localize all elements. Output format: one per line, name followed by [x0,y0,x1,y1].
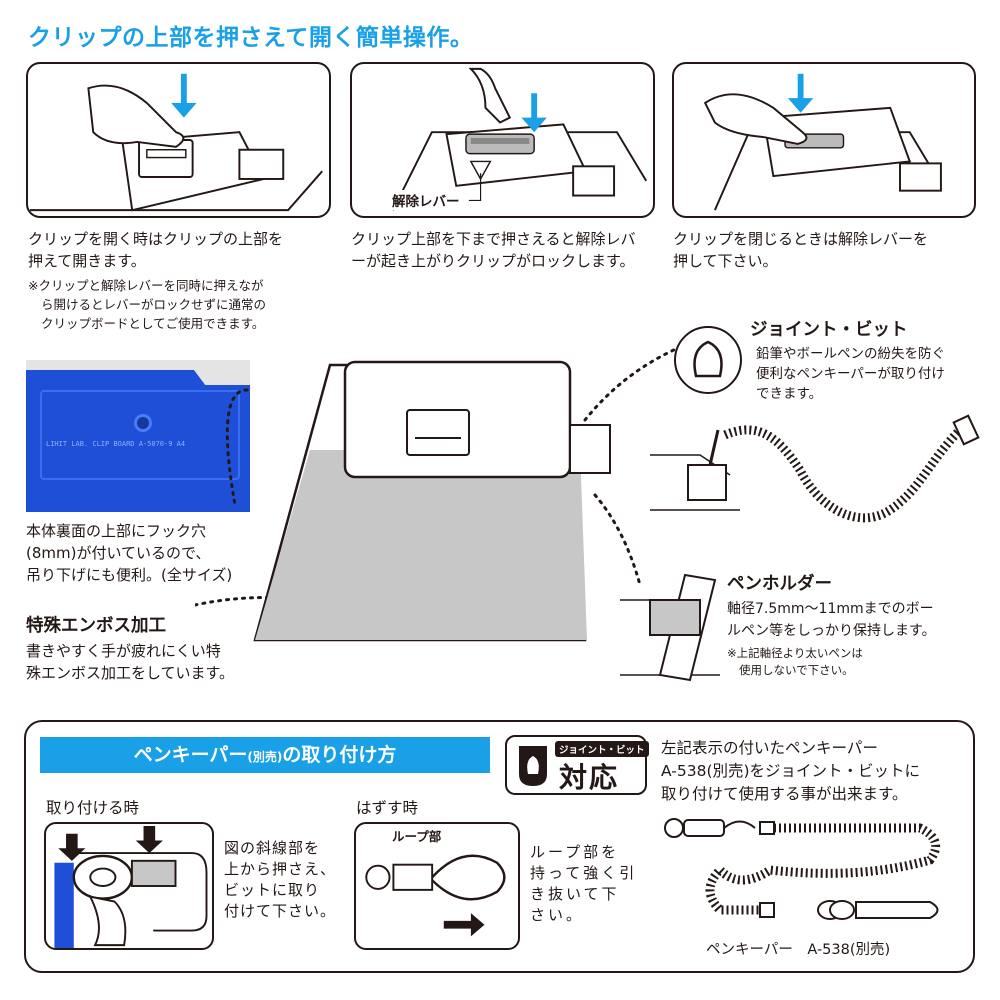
step-1-text: クリップを開く時はクリップの上部を 押えて開きます。 [28,228,338,272]
step-2-drawing [392,67,648,211]
detach-text-line: ループ部を [530,843,620,861]
attach-text-line: 付けて下さい。 [224,902,337,920]
detach-text-line: 持って強く引 [530,864,638,882]
pen-holder-desc: 軸径7.5mm～11mmまでのボー ルペン等をしっかり保持します。 [727,598,992,642]
badge-small-text: ジョイント・ビット [555,741,649,757]
release-lever-label: 解除レバー [388,190,464,210]
attach-text-line: ビットに取り [224,881,321,899]
step-3-text: クリップを閉じるときは解除レバーを 押して下さい。 [673,228,983,272]
photo-caption-line: (8mm)が付いているので、 [26,544,211,562]
emboss-desc-line: 書きやすく手が疲れにくい特 [26,642,221,660]
photo-caption-line: 本体裏面の上部にフック穴 [26,522,207,540]
attach-text-line: 図の斜線部を [224,839,321,857]
joint-bit-badge-icon [519,746,547,786]
emboss-title: 特殊エンボス加工 [26,616,166,636]
pen-holder-illustration [620,573,720,682]
step-1-drawing [29,73,323,212]
step-1-note-line: ら開けるとレバーがロックせずに通常の [41,297,267,312]
down-arrow-icon [135,825,163,854]
pen-keeper-desc-line: A-538(別売)をジョイント・ビットに [661,762,921,780]
photo-caption: 本体裏面の上部にフック穴 (8mm)が付いているので、 吊り下げにも便利。(全サ… [26,520,266,586]
detach-heading: はずす時 [356,799,419,817]
pen-keeper-product-illustration [664,818,941,920]
clipboard-illustration [195,345,680,642]
board-back-photo: LIHIT LAB. CLIP BOARD A-5070-9 A4 [26,360,250,512]
badge-big-text: 対応 [559,761,620,794]
pen-holder-desc-line: ルペン等をしっかり保持します。 [727,623,936,639]
step-3-text-line: クリップを閉じるときは解除レバーを [673,230,929,248]
pen-keeper-banner: ペンキーパー(別売)の取り付け方 [40,737,490,773]
step-2-text-line: ーが起き上がりクリップがロックします。 [351,252,635,270]
joint-bit-desc-line: 鉛筆やボールペンの紛失を防ぐ [756,346,945,362]
down-arrow-icon [171,73,197,118]
step-1-note-line: クリップボードとしてご使用できます。 [41,316,265,331]
step-1-text-line: 押えて開きます。 [28,252,146,270]
attach-text-line: 上から押さえ、 [224,860,337,878]
step-2-illustration [350,62,655,218]
pen-holder-note: ※上記軸径より太いペンは 使用しないで下さい。 [727,645,992,679]
photo-caption-line: 吊り下げにも便利。(全サイズ) [26,566,233,584]
attach-text: 図の斜線部を 上から押さえ、 ビットに取り 付けて下さい。 [224,838,349,922]
joint-bit-icon [674,326,742,394]
attach-heading: 取り付ける時 [46,799,140,817]
down-arrow-icon [58,833,86,861]
step-1-text-line: クリップを開く時はクリップの上部を [28,230,284,248]
banner-tail-text: の取り付け方 [282,744,397,766]
right-arrow-icon [443,913,485,937]
pen-holder-note-line: ※上記軸径より太いペンは [727,646,863,660]
up-arrow-icon [469,160,492,181]
banner-main-text: ペンキーパー [133,744,248,766]
joint-bit-desc: 鉛筆やボールペンの紛失を防ぐ 便利なペンキーパーが取り付け できます。 [756,344,986,404]
joint-bit-desc-line: できます。 [756,386,823,402]
pen-keeper-desc-line: 左記表示の付いたペンキーパー [661,739,878,757]
joint-bit-title: ジョイント・ビット [750,320,908,340]
step-1-illustration [26,62,331,218]
step-3-illustration [672,62,976,218]
pen-keeper-desc: 左記表示の付いたペンキーパー A-538(別売)をジョイント・ビットに 取り付け… [661,737,971,806]
headline: クリップの上部を押さえて開く簡単操作。 [28,25,474,51]
pen-holder-desc-line: 軸径7.5mm～11mmまでのボー [727,601,934,617]
joint-bit-compatible-badge: ジョイント・ビット 対応 [505,735,649,795]
down-arrow-icon [521,93,547,133]
detach-text-line: さい。 [530,906,585,924]
pen-keeper-coil-illustration [650,414,980,523]
detach-text-line: き抜いて下 [530,885,620,903]
emboss-desc-line: 殊エンボス加工をしています。 [26,664,235,682]
loop-label: ループ部 [388,826,446,845]
step-3-text-line: 押して下さい。 [673,252,778,270]
pen-keeper-section [24,720,975,973]
photo-imprint: LIHIT LAB. CLIP BOARD A-5070-9 A4 [46,440,186,448]
emboss-desc: 書きやすく手が疲れにくい特 殊エンボス加工をしています。 [26,640,266,684]
pen-keeper-caption: ペンキーパー A-538(別売) [706,942,891,958]
attach-illustration [44,822,214,950]
joint-bit-desc-line: 便利なペンキーパーが取り付け [756,366,945,382]
banner-paren-text: (別売) [247,750,283,764]
step-2-text: クリップ上部を下まで押さえると解除レバ ーが起き上がりクリップがロックします。 [351,228,671,272]
hook-hole-icon [134,414,152,432]
emboss-area [255,450,587,640]
step-3-drawing [703,73,942,211]
step-1-note: ※クリップと解除レバーを同時に押えなが ら開けるとレバーがロックせずに通常の ク… [28,276,338,333]
pen-keeper-desc-line: 取り付けて使用する事が出来ます。 [661,785,908,803]
pen-holder-note-line: 使用しないで下さい。 [739,663,854,677]
attach-drawing [54,825,208,948]
step-2-text-line: クリップ上部を下まで押さえると解除レバ [351,230,636,248]
detach-drawing [365,854,506,937]
step-1-note-line: ※クリップと解除レバーを同時に押えなが [28,278,264,293]
down-arrow-icon [787,73,814,113]
pen-holder-title: ペンホルダー [727,574,832,594]
detach-text: ループ部を 持って強く引 き抜いて下 さい。 [530,842,655,926]
